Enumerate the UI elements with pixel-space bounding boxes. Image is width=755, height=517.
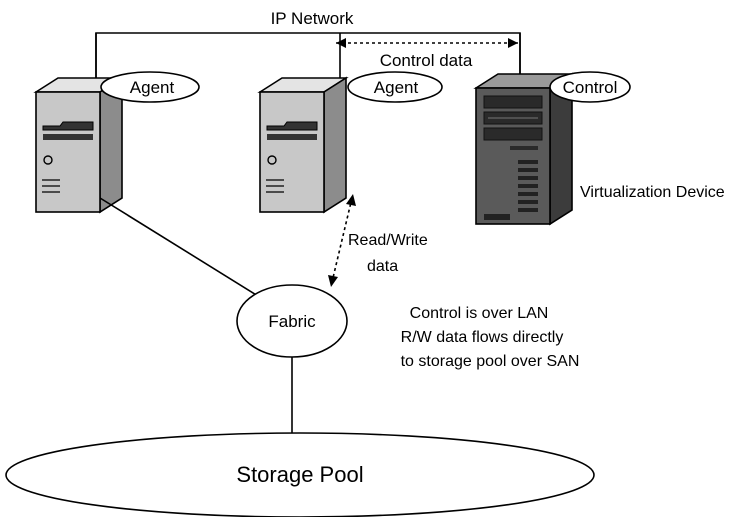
ip-network-label: IP Network: [271, 9, 354, 28]
control-data-arrow: [336, 38, 518, 48]
read-write-label-line1: Read/Write: [348, 232, 428, 249]
agent-right-bubble: Agent: [347, 71, 443, 103]
note-line1: Control is over LAN: [410, 305, 549, 322]
virtualization-device-label: Virtualization Device: [580, 184, 725, 201]
fabric-node: Fabric: [236, 284, 348, 358]
control-bubble: Control: [549, 71, 631, 103]
server-middle: [257, 76, 349, 214]
agent-right-label: Agent: [374, 78, 419, 97]
note-line3: to storage pool over SAN: [401, 353, 580, 370]
control-label: Control: [563, 78, 618, 97]
agent-left-bubble: Agent: [100, 71, 200, 103]
server-left: [33, 76, 125, 214]
control-data-label: Control data: [380, 51, 473, 70]
left-server-fabric-link: [99, 197, 259, 297]
virtualization-device-tower: [473, 72, 575, 226]
storage-pool-node: Storage Pool: [5, 432, 595, 517]
storage-pool-label: Storage Pool: [236, 462, 363, 487]
read-write-label-line2: data: [367, 258, 398, 275]
agent-left-label: Agent: [130, 78, 175, 97]
read-write-arrow: [328, 194, 356, 287]
note-line2: R/W data flows directly: [401, 329, 564, 346]
fabric-label: Fabric: [268, 312, 316, 331]
